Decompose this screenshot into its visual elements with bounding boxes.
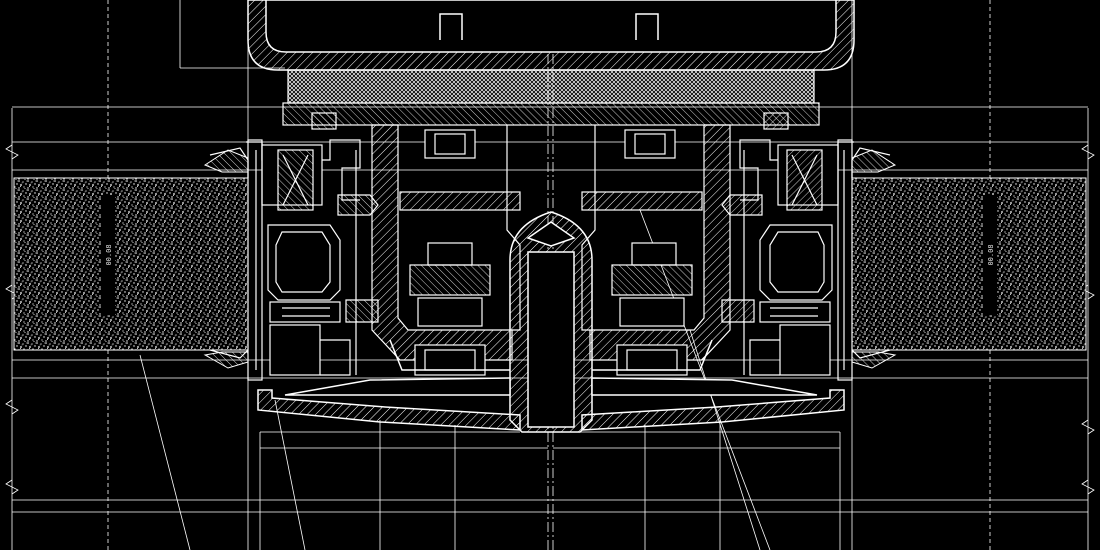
insulated-panel-left [13,177,249,351]
bracket-body [371,124,731,361]
break-symbol-left [5,144,19,495]
center-mullion [509,211,593,433]
top-hollow-section [247,0,855,71]
panel-gaskets [203,149,897,369]
bolt-group [409,129,693,376]
insulated-panel-right [851,177,1087,351]
pad-band [287,69,815,104]
top-plate [282,102,820,126]
panel-dimension-right: 00.08 [987,244,995,265]
break-symbol-right [1081,144,1095,495]
panel-dimension-left: 00.08 [105,244,113,265]
bottom-cover-cap [257,339,845,431]
right-frame-profile [721,112,891,381]
